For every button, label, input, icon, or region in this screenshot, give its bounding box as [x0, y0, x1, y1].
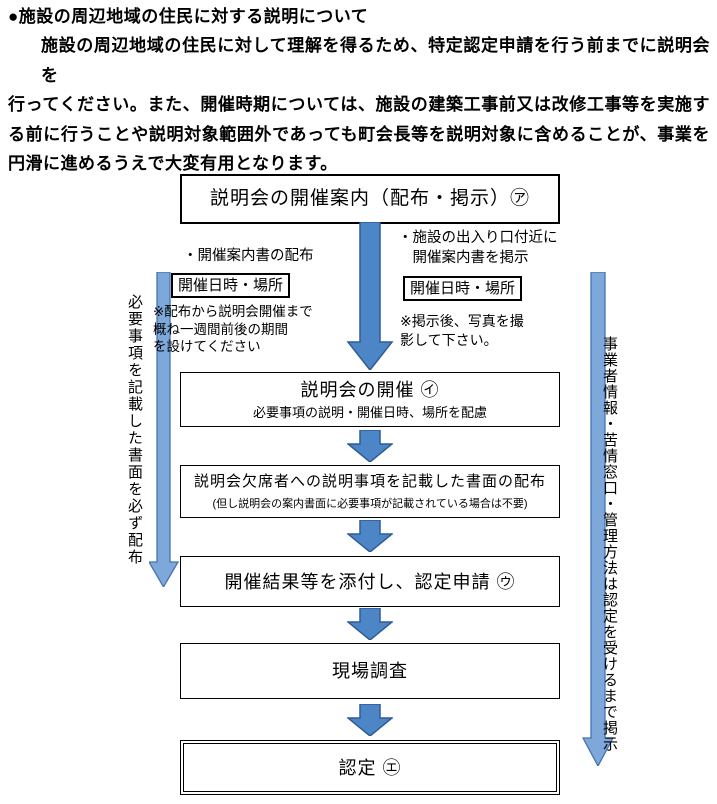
flow-box-label: 説明会の開催 ㋑ — [300, 380, 440, 400]
flow-box-meeting: 説明会の開催 ㋑ 必要事項の説明・開催日時、場所を配慮 — [180, 372, 560, 427]
right-rail-label: 事業者情報・苦情窓口・管理方法は認定を受けるまで掲示 — [601, 336, 618, 752]
distribute-datetime-badge: 開催日時・場所 — [171, 273, 291, 298]
down-arrow-icon — [347, 608, 393, 640]
flow-box-label: 説明会欠席者への説明事項を記載した書面の配布 — [193, 473, 546, 490]
down-arrow-icon — [347, 704, 393, 736]
flow-box-absentee-document: 説明会欠席者への説明事項を記載した書面の配布 (但し説明会の案内書面に必要事項が… — [180, 465, 560, 518]
post-datetime-badge: 開催日時・場所 — [403, 276, 523, 301]
distribute-note-bullet: ・開催案内書の配布 — [183, 248, 314, 264]
flow-box-certification: 認定 ㋓ — [180, 740, 560, 795]
down-arrow-icon — [347, 520, 393, 552]
paragraph-line: 円滑に進めるうえで大変有用となります。 — [8, 154, 338, 173]
flow-box-label: 開催結果等を添付し、認定申請 ㋒ — [224, 571, 516, 592]
page-title: ●施設の周辺地域の住民に対する説明について — [8, 7, 369, 26]
flow-box-sublabel: 必要事項の説明・開催日時、場所を配慮 — [252, 405, 487, 420]
flow-box-announcement: 説明会の開催案内（配布・掲示）㋐ — [180, 174, 560, 224]
left-rail-down-arrow-icon — [149, 272, 179, 587]
flow-box-sublabel: (但し説明会の案内書面に必要事項が記載されている場合は不要) — [212, 498, 528, 510]
down-arrow-icon — [347, 430, 393, 462]
paragraph-line: 施設の周辺地域の住民に対して理解を得るため、特定認定申請を行う前までに説明会を — [41, 36, 710, 85]
left-rail-label: 必要事項を記載した書面を必ず配布 — [126, 294, 143, 566]
distribute-caution-note: ※配布から説明会開催まで 概ね一週間前後の期間 を設けてください — [153, 304, 313, 354]
flow-box-label: 認定 ㋓ — [338, 757, 402, 778]
paragraph-line: る前に行うことや説明対象範囲外であっても町会長等を説明対象に含めることが、事業を — [8, 124, 710, 144]
flow-box-application: 開催結果等を添付し、認定申請 ㋒ — [180, 556, 560, 607]
post-caution-note: ※掲示後、写真を撮 影して下さい。 — [400, 313, 524, 348]
down-arrow-icon — [346, 222, 394, 370]
post-note-bullet: ・施設の出入り口付近に 開催案内書を掲示 — [398, 230, 558, 266]
intro-paragraph: 施設の周辺地域の住民に対して理解を得るため、特定認定申請を行う前までに説明会を … — [8, 31, 710, 179]
flow-box-label: 説明会の開催案内（配布・掲示）㋐ — [209, 188, 530, 209]
right-rail-down-arrow-icon — [582, 272, 614, 766]
paragraph-line: 行ってください。また、開催時期については、施設の建築工事前又は改修工事等を実施す — [8, 95, 710, 114]
flow-box-site-survey: 現場調査 — [180, 643, 560, 699]
flow-box-label: 現場調査 — [332, 661, 408, 681]
